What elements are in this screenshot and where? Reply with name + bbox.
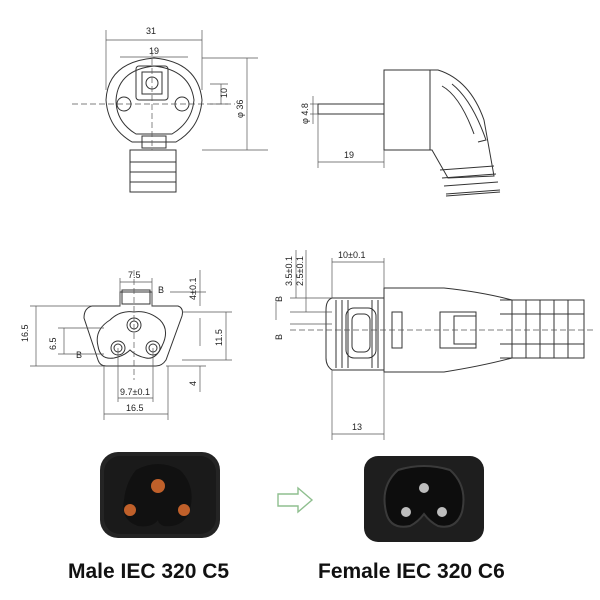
dim-19-label: 19 [149, 46, 159, 56]
dim-10pm-label: 10±0.1 [338, 250, 365, 260]
male-connector-caption: Male IEC 320 C5 [68, 560, 230, 583]
schuko-front-view: 31 19 10 φ 36 [72, 26, 268, 193]
dim-165-bottom-label: 16.5 [126, 403, 144, 413]
dim-10-label: 10 [219, 88, 229, 98]
dim-13-label: 13 [352, 422, 362, 432]
c6-photo [364, 456, 484, 542]
dim-165-left-label: 16.5 [20, 324, 30, 342]
dim-4-label: 4 [188, 381, 198, 386]
dim-97pm-label: 9.7±0.1 [120, 387, 150, 397]
dim-phi36-label: φ 36 [235, 100, 245, 118]
section-b-label: B [158, 285, 164, 295]
dim-35pm-label: 3.5±0.1 [284, 256, 294, 286]
schuko-side-view: φ 4.8 19 [300, 69, 501, 197]
dim-115-label: 11.5 [214, 329, 224, 346]
dim-65-label: 6.5 [48, 337, 58, 350]
arrow-right-icon [277, 486, 314, 514]
dim-phi48-label: φ 4.8 [300, 103, 310, 124]
dim-25pm-label: 2.5±0.1 [295, 256, 305, 286]
dim-31-label: 31 [146, 26, 156, 36]
c6-side-view: B B 10±0.1 3. [274, 250, 595, 440]
c5-photo [100, 452, 220, 538]
female-connector-caption: Female IEC 320 C6 [318, 560, 505, 583]
dim-4pm-label: 4±0.1 [188, 278, 198, 300]
section-b-label: B [274, 296, 284, 302]
c5-front-view: B B 7.5 16.5 6.5 4±0.1 11.5 4 9.7±0.1 [20, 270, 232, 420]
section-b-label: B [274, 334, 284, 340]
dim-19b-label: 19 [344, 150, 354, 160]
section-b-label: B [76, 350, 82, 360]
